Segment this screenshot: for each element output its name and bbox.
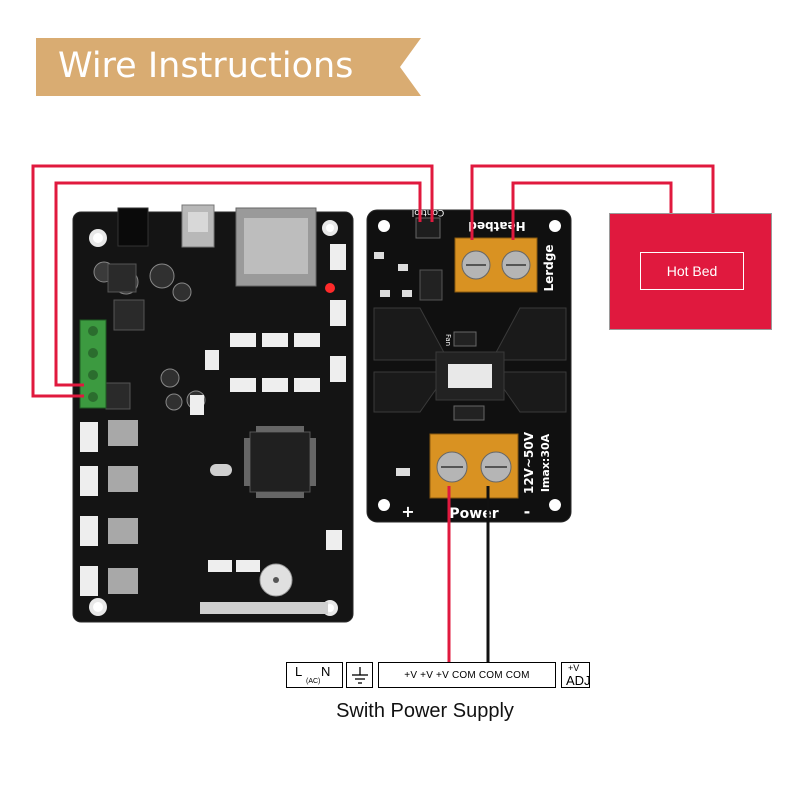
control-label: Control [412,207,445,217]
title-banner: Wire Instructions [36,38,421,96]
hot-bed: Hot Bed [609,213,772,330]
minus-label: - [524,502,531,521]
banner-ribbon [36,38,421,96]
psu-ac-label: (AC) [306,678,321,685]
psu-adj-label: ADJ [566,673,591,688]
psu-n-label: N [321,664,331,679]
plus-label: + [401,502,414,521]
brand-label: Lerdge [542,244,556,291]
heatbed-wire-inner [511,181,673,240]
psu-title: Swith Power Supply [336,700,514,722]
power-terminal [429,433,519,499]
power-label: Power [449,506,498,522]
banner-title: Wire Instructions [58,46,354,86]
psu-ac-terminals: L N (AC) [286,662,343,688]
control-wires [31,164,434,398]
heatbed-label: Heatbed [468,219,525,233]
psu-dc-terminals: +V +V +V COM COM COM [378,662,556,688]
control-wire-outer [31,164,434,398]
psu-plus-v-label: +V [568,663,580,673]
power-wires [447,486,490,662]
voltage-label: 12V~50V [522,431,536,494]
control-wire-inner [54,181,422,387]
heatbed-wires [470,164,715,240]
psu-dc-terminals-label: +V +V +V COM COM COM [404,669,530,681]
fan-label: Fan [444,334,452,346]
ground-icon [352,667,368,684]
psu-l-label: L [295,664,303,679]
mosfet-board: Heatbed Control Lerdge Fan 12V~50V Imax:… [366,207,572,523]
heatbed-wire-outer [470,164,715,240]
psu-ground-terminal [346,662,373,688]
psu-adj-terminal: +V ADJ [561,662,591,688]
heatbed-terminal [454,237,538,293]
mosfet-heatsink [373,307,567,413]
hot-bed-label: Hot Bed [640,252,744,290]
current-label: Imax:30A [539,433,552,492]
green-terminal-block [79,319,107,409]
controller-board [72,204,354,623]
